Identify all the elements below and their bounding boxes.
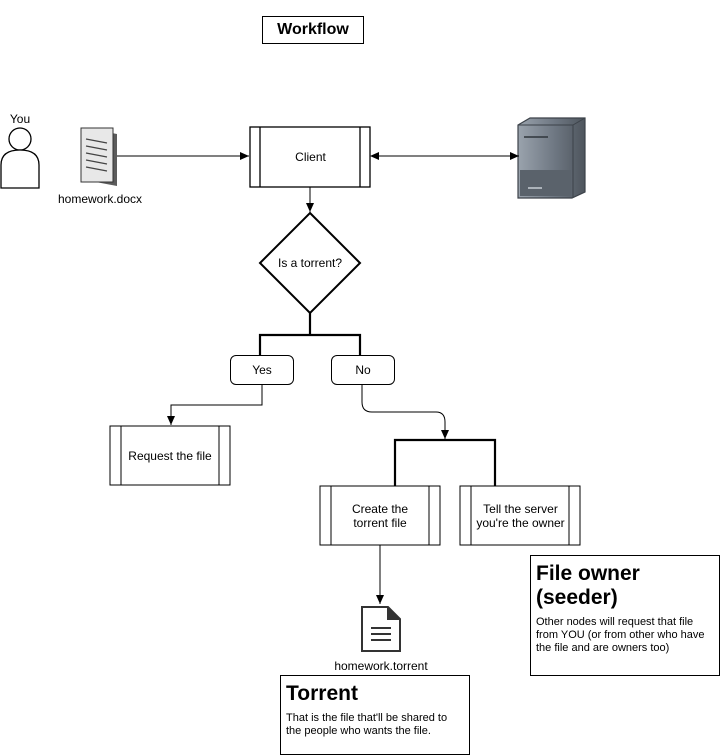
diagram-title: Workflow: [262, 16, 364, 44]
torrent-note: Torrent That is the file that'll be shar…: [280, 675, 470, 755]
decision-label: Is a torrent?: [277, 256, 343, 270]
torrent-heading: Torrent: [286, 682, 358, 705]
user-icon: [0, 127, 40, 189]
fork-bracket: [393, 438, 497, 486]
server-icon: [517, 117, 586, 199]
client-label: Client: [295, 150, 326, 164]
torrent-body: That is the file that'll be shared to th…: [286, 712, 448, 737]
request-file-label: Request the file: [128, 448, 212, 463]
tell-server-box: [459, 485, 581, 546]
tell-server-label: Tell the server you're the owner: [476, 501, 565, 530]
torrent-file-label: homework.torrent: [334, 659, 428, 673]
you-label: You: [9, 112, 31, 126]
request-file-box: [109, 425, 231, 486]
decision-branch-bracket: [258, 313, 362, 355]
document-label: homework.docx: [57, 192, 143, 206]
create-torrent-box: [319, 485, 441, 546]
no-to-fork-arrow: [361, 385, 449, 439]
yes-to-request-arrow: [167, 385, 263, 425]
no-branch-label: No: [331, 355, 395, 385]
file-owner-body: Other nodes will request that file from …: [536, 616, 705, 654]
file-owner-note: File owner (seeder) Other nodes will req…: [530, 555, 720, 676]
document-icon: [80, 127, 117, 186]
create-torrent-label: Create the torrent file: [351, 501, 409, 530]
file-owner-heading: File owner (seeder): [536, 562, 640, 609]
file-icon: [361, 606, 401, 652]
client-box: [249, 126, 371, 188]
yes-branch-label: Yes: [230, 355, 294, 385]
